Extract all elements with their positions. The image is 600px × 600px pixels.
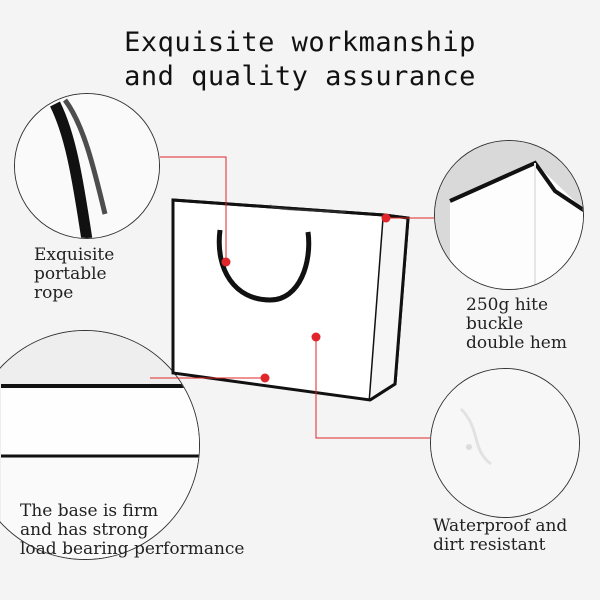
base-label: The base is firm and has strong load bea… [20, 501, 245, 559]
page-title: Exquisite workmanship and quality assura… [0, 26, 600, 94]
hem-closeup-graphic [435, 141, 583, 289]
rope-label: Exquisite portable rope [34, 245, 115, 303]
rope-marker-dot [221, 257, 231, 267]
waterproof-closeup-graphic [431, 369, 579, 517]
hem-label: 250g hite buckle double hem [466, 295, 567, 353]
hem-marker-dot [381, 213, 391, 223]
hem-detail-image [434, 140, 584, 290]
base-marker-dot [260, 373, 270, 383]
waterproof-label: Waterproof and dirt resistant [433, 516, 568, 555]
waterproof-marker-dot [311, 332, 321, 342]
rope-closeup-graphic [15, 94, 159, 238]
title-line-2: and quality assurance [124, 61, 476, 92]
rope-detail-image [14, 93, 160, 239]
title-line-1: Exquisite workmanship [124, 27, 476, 58]
waterproof-detail-image [430, 368, 580, 518]
rope-leader-line [160, 156, 227, 262]
waterproof-leader-line [315, 337, 430, 439]
